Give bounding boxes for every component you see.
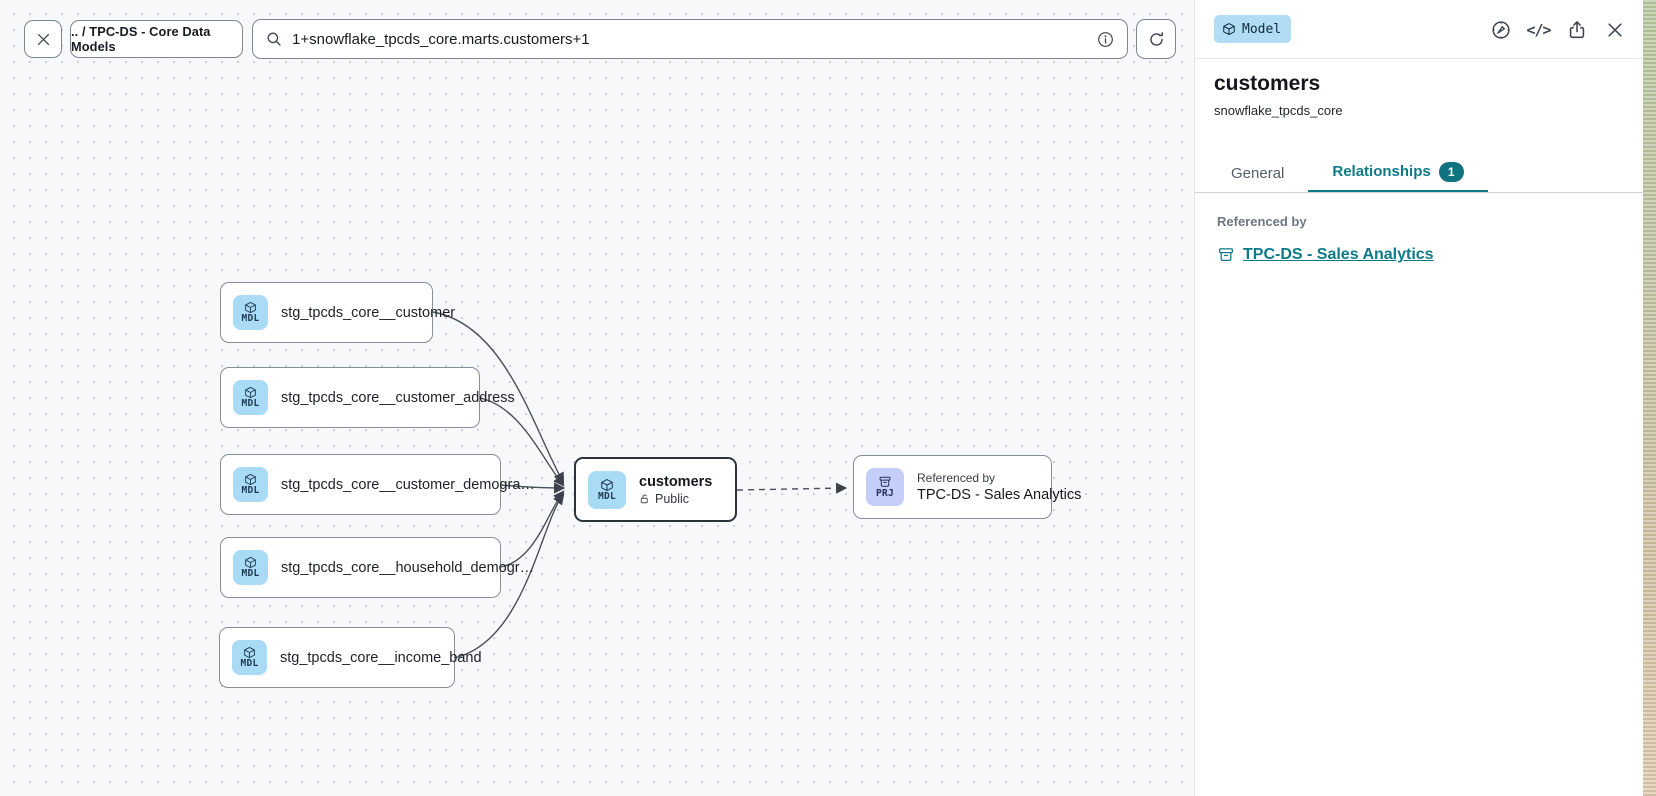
close-icon	[35, 31, 52, 48]
info-icon[interactable]	[1096, 30, 1115, 49]
node-label: stg_tpcds_core__income_band	[280, 649, 482, 666]
node-kicker: Referenced by	[917, 471, 996, 485]
screen-edge-artifact	[1643, 0, 1656, 796]
refresh-button[interactable]	[1136, 19, 1176, 59]
relationships-count-badge: 1	[1438, 161, 1464, 182]
lineage-search-input[interactable]: 1+snowflake_tpcds_core.marts.customers+1	[252, 19, 1128, 59]
node-type-chip: Model	[1214, 15, 1292, 43]
node-title: customers	[639, 473, 713, 490]
node-stg-household-demographics[interactable]: MDL stg_tpcds_core__household_demogr…	[220, 537, 534, 598]
node-stg-customer-address[interactable]: MDL stg_tpcds_core__customer_address	[220, 367, 515, 428]
panel-title: customers	[1214, 72, 1321, 95]
cube-icon	[1222, 22, 1236, 36]
explore-lineage-button[interactable]	[1488, 17, 1513, 42]
share-button[interactable]	[1564, 17, 1589, 42]
project-badge: PRJ	[866, 468, 904, 506]
breadcrumb[interactable]: .. / TPC-DS - Core Data Models	[70, 20, 243, 58]
details-panel: Model </> customers snowflake_tpcds_core…	[1194, 0, 1643, 796]
search-value: 1+snowflake_tpcds_core.marts.customers+1	[292, 30, 590, 48]
archive-icon	[1217, 246, 1235, 264]
tab-divider	[1195, 192, 1643, 193]
model-badge: MDL	[588, 470, 626, 509]
search-icon	[265, 30, 283, 48]
node-stg-income-band[interactable]: MDL stg_tpcds_core__income_band	[219, 627, 482, 688]
panel-tabs: General Relationships 1	[1207, 153, 1488, 193]
model-badge: MDL	[233, 295, 268, 330]
refresh-icon	[1147, 30, 1166, 49]
referenced-by-link[interactable]: TPC-DS - Sales Analytics	[1217, 246, 1434, 264]
node-label: stg_tpcds_core__customer	[281, 304, 456, 321]
node-label: stg_tpcds_core__customer_address	[281, 389, 515, 406]
close-lineage-button[interactable]	[24, 20, 62, 58]
referenced-by-label: Referenced by	[1217, 214, 1307, 229]
view-code-button[interactable]: </>	[1526, 20, 1551, 39]
model-badge: MDL	[232, 640, 267, 675]
node-title: TPC-DS - Sales Analytics	[917, 487, 1082, 503]
close-panel-button[interactable]	[1602, 17, 1627, 42]
lineage-edges	[432, 311, 848, 659]
lineage-canvas[interactable]: .. / TPC-DS - Core Data Models 1+snowfla…	[0, 0, 1194, 796]
node-referencing-project[interactable]: PRJ Referenced by TPC-DS - Sales Analyti…	[853, 455, 1081, 519]
lock-open-icon	[639, 493, 651, 505]
model-badge: MDL	[233, 380, 268, 415]
model-badge: MDL	[233, 467, 268, 502]
node-stg-customer-demographics[interactable]: MDL stg_tpcds_core__customer_demogra…	[220, 454, 535, 515]
node-label: stg_tpcds_core__customer_demogra…	[281, 476, 535, 493]
tab-general[interactable]: General	[1231, 164, 1285, 182]
tab-relationships[interactable]: Relationships 1	[1308, 153, 1488, 193]
node-customers-selected[interactable]: MDL customers Public	[574, 457, 737, 522]
details-panel-header: Model </>	[1195, 0, 1643, 59]
node-access: Public	[639, 492, 712, 506]
node-stg-customer[interactable]: MDL stg_tpcds_core__customer	[220, 282, 455, 343]
node-label: stg_tpcds_core__household_demogr…	[281, 559, 535, 576]
panel-subtitle: snowflake_tpcds_core	[1214, 103, 1343, 118]
model-badge: MDL	[233, 550, 268, 585]
